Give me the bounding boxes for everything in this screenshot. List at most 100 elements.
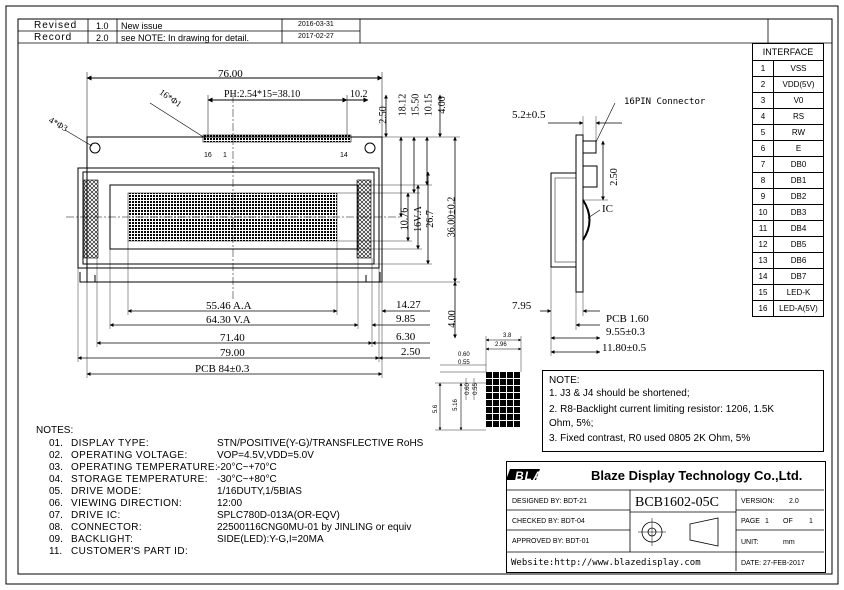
notes-title: NOTES: — [36, 425, 74, 436]
side-view — [540, 102, 622, 356]
dim-14-27: 14.27 — [396, 299, 421, 311]
dim-v-10-76: 10.76 — [399, 207, 411, 231]
revision-label-1: Revised — [34, 20, 78, 31]
version-label: VERSION: — [741, 498, 775, 505]
note-box: NOTE: 1. J3 & J4 should be shortened; 2.… — [542, 370, 824, 452]
designed-by: DESIGNED BY: BDT-21 — [512, 498, 588, 505]
dim-11-80: 11.80±0.5 — [602, 342, 647, 354]
pin-number: 5 — [752, 124, 774, 141]
version-value: 2.0 — [789, 498, 799, 505]
pin-label-last: 14 — [340, 152, 348, 159]
interface-title: INTERFACE — [752, 43, 824, 60]
dim-pin-pitch: PH:2.54*15=38.10 — [224, 89, 301, 100]
company-logo: BLAZE — [515, 469, 560, 483]
dim-v-15-50: 15.50 — [410, 93, 422, 117]
dim-v-18-12: 18.12 — [397, 93, 409, 117]
date-label: DATE: — [741, 560, 762, 567]
front-view — [64, 72, 460, 378]
pin-number: 9 — [752, 188, 774, 205]
dim-pixel-2-96: 2.96 — [495, 342, 507, 348]
pin-number: 15 — [752, 284, 774, 301]
pages-value: 1 — [809, 518, 813, 525]
dim-v-4-00-top: 4.00 — [436, 96, 448, 114]
unit-value: mm — [783, 539, 795, 546]
revision-label-2: Record — [34, 32, 73, 43]
dim-pixel-v-0-60: 0.60 — [464, 383, 471, 395]
pin-name: LED-A(5V) — [773, 300, 824, 317]
dim-v-16va: 16V.A — [412, 206, 424, 232]
dim-v-10-15: 10.15 — [423, 93, 435, 117]
revision-desc: New issue — [121, 21, 163, 31]
pin-name: DB2 — [773, 188, 824, 205]
revision-desc: see NOTE: In drawing for detail. — [121, 33, 250, 43]
revision-date: 2017-02-27 — [298, 33, 334, 40]
dim-pixel-3-8: 3.8 — [503, 333, 512, 339]
dim-pixel-v-0-55: 0.55 — [472, 383, 479, 395]
pin-name: E — [773, 140, 824, 157]
revision-rev: 2.0 — [96, 33, 109, 43]
pin-label-first: 16 — [204, 152, 212, 159]
dim-pin-offset: 10.2 — [350, 89, 368, 100]
dim-side-2-50: 2.50 — [608, 168, 620, 186]
note-box-line: 2. R8-Backlight current limiting resisto… — [549, 404, 775, 415]
note-box-title: NOTE: — [549, 375, 580, 386]
pin-number: 13 — [752, 252, 774, 269]
dim-v-2-50: 2.50 — [377, 106, 389, 124]
pin-name: DB1 — [773, 172, 824, 189]
dim-pcb-width: PCB 84±0.3 — [195, 363, 250, 375]
pin-number: 10 — [752, 204, 774, 221]
pin-number: 8 — [752, 172, 774, 189]
dim-active-area: 55.46 A.A — [206, 300, 252, 312]
pin-number: 12 — [752, 236, 774, 253]
page-label: PAGE — [741, 518, 760, 525]
company-name: Blaze Display Technology Co.,Ltd. — [591, 468, 803, 483]
pin-name: VDD(5V) — [773, 76, 824, 93]
pin-number: 16 — [752, 300, 774, 317]
dim-v-36-00: 36.00±0.2 — [446, 196, 458, 238]
revision-table: Revised Record 1.0 New issue 2016-03-31 … — [18, 19, 832, 43]
pin-name: DB7 — [773, 268, 824, 285]
pin-name: DB0 — [773, 156, 824, 173]
pin-name: VSS — [773, 60, 824, 77]
pin-number: 7 — [752, 156, 774, 173]
dim-overall-width: 76.00 — [218, 68, 243, 80]
title-block-grid — [506, 489, 824, 571]
pin-number: 1 — [752, 60, 774, 77]
pin-name: RS — [773, 108, 824, 125]
date-value: 27-FEB-2017 — [763, 560, 805, 567]
dim-9-55: 9.55±0.3 — [606, 326, 646, 338]
approved-by: APPROVED BY: BDT-01 — [512, 538, 590, 545]
dim-pixel-h-0-60: 0.60 — [458, 352, 470, 358]
dim-pixel-5-16: 5.16 — [452, 399, 459, 411]
pin-name: DB4 — [773, 220, 824, 237]
dim-6-30: 6.30 — [396, 331, 416, 343]
part-number: BCB1602-05C — [635, 495, 720, 510]
pin-name: RW — [773, 124, 824, 141]
dim-pixel-h-0-55: 0.55 — [458, 360, 470, 366]
revision-date: 2016-03-31 — [298, 21, 334, 28]
dim-v-26-7: 26.7 — [424, 210, 436, 228]
dim-79-00: 79.00 — [220, 347, 245, 359]
pin-name: LED-K — [773, 284, 824, 301]
label-ic: IC — [602, 203, 613, 215]
pin-name: V0 — [773, 92, 824, 109]
pin-name: DB3 — [773, 204, 824, 221]
pin-name: DB6 — [773, 252, 824, 269]
pin-number: 4 — [752, 108, 774, 125]
dim-7-95: 7.95 — [512, 300, 532, 312]
